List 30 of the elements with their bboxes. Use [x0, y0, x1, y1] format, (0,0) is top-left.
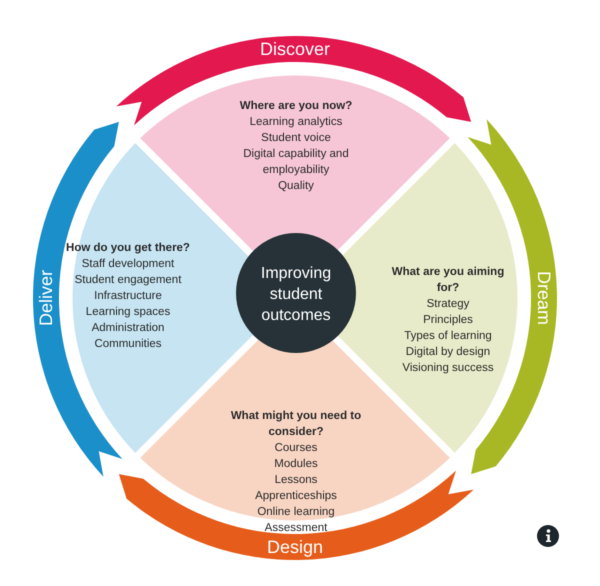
- list-item: Assessment: [264, 521, 328, 536]
- list-item: Lessons: [274, 473, 318, 488]
- list-item: Strategy: [426, 297, 470, 312]
- list-item: Learning analytics: [250, 115, 342, 130]
- section-heading: How do you get there?: [66, 241, 190, 256]
- section-heading: Where are you now?: [240, 99, 352, 114]
- list-item: Quality: [278, 179, 314, 194]
- list-item: Principles: [423, 313, 473, 328]
- list-item: Types of learning: [404, 329, 492, 344]
- list-item: Courses: [274, 441, 318, 456]
- section-heading: What are you aiming for?: [390, 265, 506, 296]
- band-label: Deliver: [35, 270, 57, 326]
- list-item: Online learning: [257, 505, 335, 520]
- list-item: Staff development: [82, 257, 174, 272]
- list-item: Student engagement: [74, 273, 182, 288]
- list-item: Student voice: [261, 131, 331, 146]
- list-item: Administration: [92, 321, 164, 336]
- list-item: Digital by design: [406, 345, 490, 360]
- center-title: Improving student outcomes: [260, 264, 332, 326]
- list-item: Modules: [274, 457, 318, 472]
- band-label: Dream: [533, 270, 555, 325]
- section-heading: What might you need to consider?: [230, 409, 362, 440]
- list-item: Learning spaces: [86, 305, 170, 320]
- band-label: Design: [266, 536, 324, 559]
- list-item: Digital capability and employability: [242, 147, 350, 178]
- band-label: Discover: [260, 38, 330, 61]
- list-item: Apprenticeships: [255, 489, 337, 504]
- list-item: Visioning success: [402, 361, 494, 376]
- list-item: Infrastructure: [94, 289, 162, 304]
- list-item: Communities: [94, 337, 162, 352]
